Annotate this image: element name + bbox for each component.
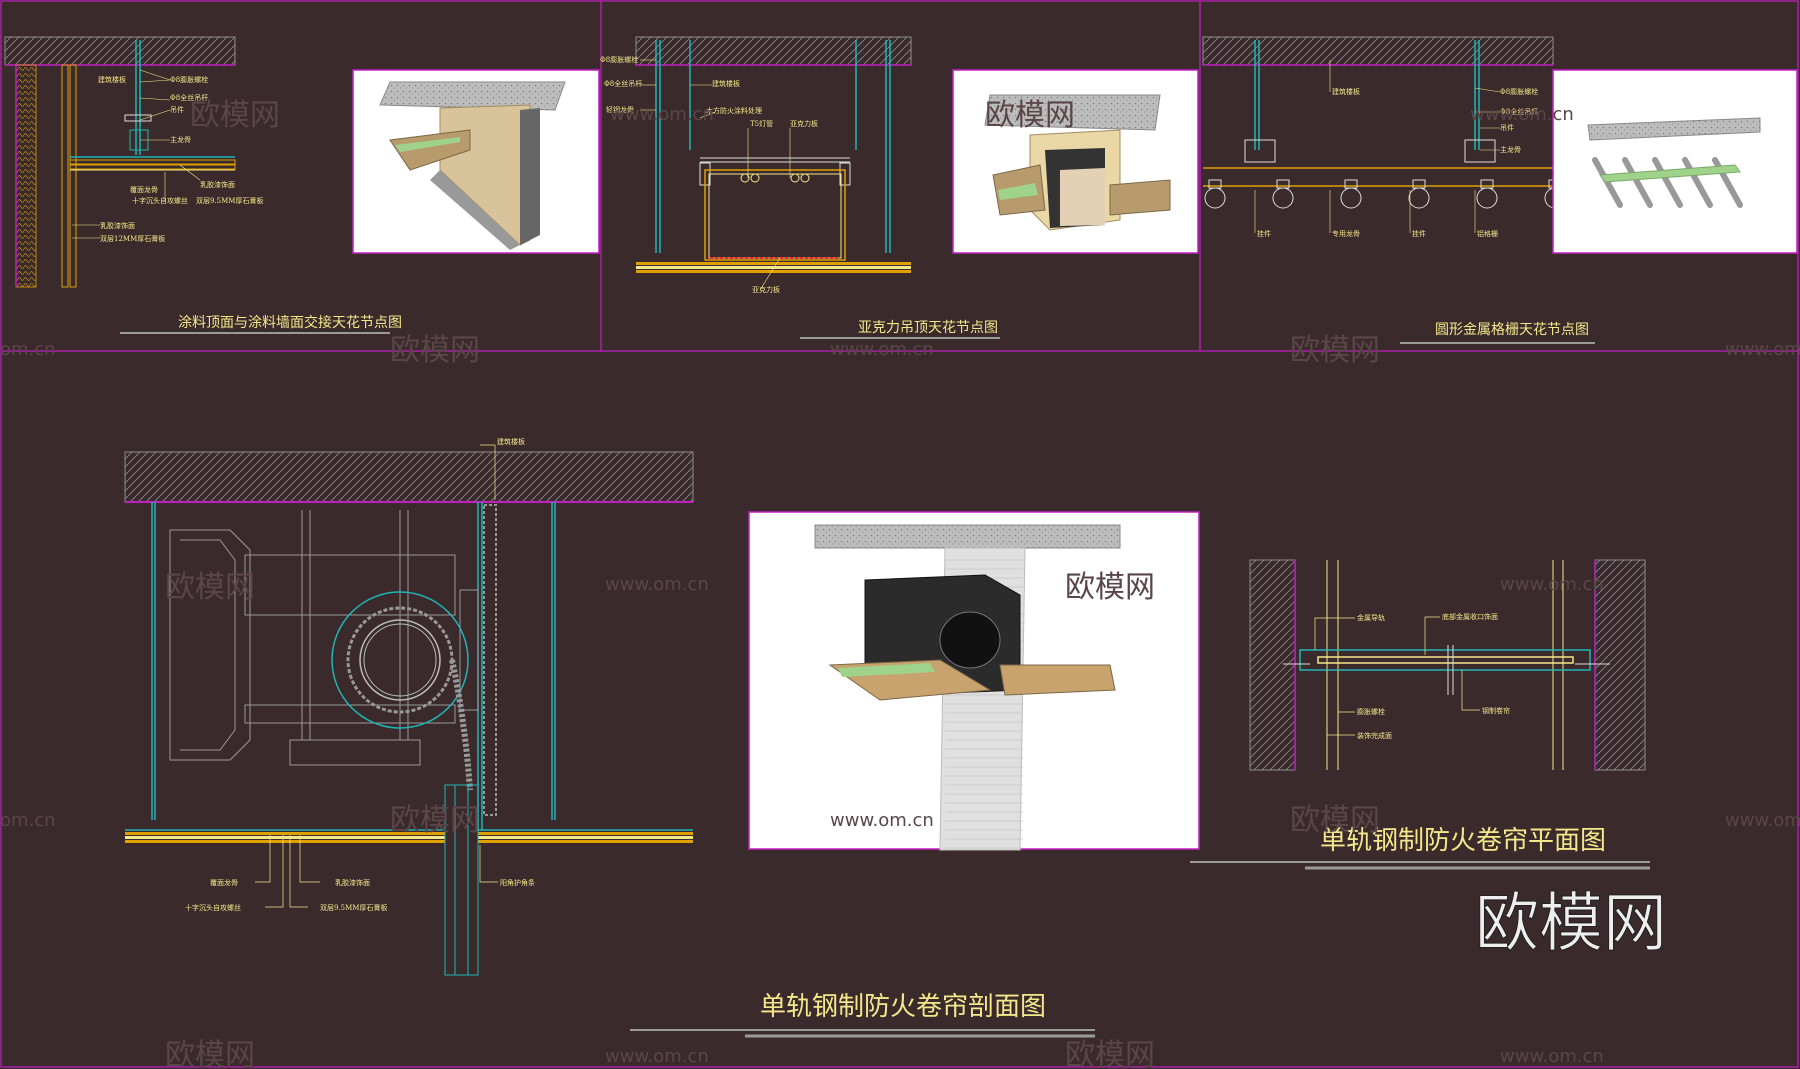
p1-label-2: Φ8全丝吊杆 — [170, 93, 208, 102]
panel-3-render — [1552, 69, 1798, 254]
grille-tube — [1272, 187, 1294, 209]
p2-label-5: 防火涂料处理 — [720, 106, 762, 115]
p2-label-2: 建筑楼板 — [712, 79, 740, 88]
p2-label-3: 轻钢龙骨 — [606, 105, 634, 114]
watermark-brand: 欧模网 — [1290, 803, 1380, 838]
grille-tube — [1476, 187, 1498, 209]
panel-1-render — [352, 69, 600, 254]
grille-clip — [1276, 179, 1290, 189]
watermark-url: www.om.cn — [1500, 1046, 1604, 1067]
watermark-brand: 欧模网 — [985, 98, 1075, 133]
watermark-url: www.om.cn — [1500, 574, 1604, 595]
p1-label-3: 吊件 — [170, 105, 184, 114]
grille-tube — [1340, 187, 1362, 209]
p3-label-4: 主龙骨 — [1500, 145, 1521, 154]
p2-title: 亚克力吊顶天花节点图 — [858, 320, 998, 336]
p3-label-6: 专用龙骨 — [1332, 229, 1360, 238]
p3-title: 圆形金属格栅天花节点图 — [1435, 322, 1589, 338]
p2-label-8: 亚克力板 — [752, 285, 780, 294]
panel-4-drawing: 建筑楼板 覆面龙骨 十字沉头自攻螺丝 乳胶漆饰面 双层9.5MM厚石膏板 阳角护… — [124, 437, 694, 976]
grille-clip — [1344, 179, 1358, 189]
p1-label-1: Φ8膨胀螺栓 — [170, 75, 208, 84]
panel-2-render — [952, 69, 1199, 254]
watermark-url: www.om.cn — [830, 339, 934, 360]
watermark-brand: 欧模网 — [165, 1038, 255, 1069]
p2-label-4: 木方 — [706, 106, 720, 115]
watermark-brand: 欧模网 — [190, 98, 280, 133]
watermark-brand: 欧模网 — [165, 570, 255, 605]
watermark-url: www.om.cn — [610, 104, 714, 125]
p1-label-9: 乳胶漆饰面 — [100, 221, 135, 230]
watermark-brand: 欧模网 — [390, 803, 480, 838]
p4-label-slab: 建筑楼板 — [497, 437, 525, 446]
panel-5-drawing: 金属导轨 底部金属收口饰面 膨胀螺栓 装饰完成面 钢制卷帘 — [1249, 559, 1646, 771]
p4-label-paint: 乳胶漆饰面 — [335, 878, 370, 887]
p3-label-2: Φ8全丝吊杆 — [1500, 107, 1538, 116]
p1-label-6: 乳胶漆饰面 — [200, 180, 235, 189]
p4-label-board: 双层9.5MM厚石膏板 — [320, 903, 387, 912]
watermark-url-short: om.cn — [0, 339, 56, 360]
watermark-url-short: om.cn — [0, 810, 56, 831]
watermark-url: www.om.cn — [1470, 104, 1574, 125]
panel-1-drawing: 建筑楼板 Φ8膨胀螺栓 Φ8全丝吊杆 吊件 主龙骨 覆面龙骨 乳胶漆饰面 十字沉… — [4, 36, 263, 288]
watermark-brand: 欧模网 — [1290, 333, 1380, 368]
p5-label-rail: 金属导轨 — [1357, 613, 1385, 622]
p2-label-7: 亚克力板 — [790, 119, 818, 128]
p1-label-8: 双层9.5MM厚石膏板 — [196, 196, 263, 205]
p2-label-0: Φ8膨胀螺栓 — [600, 55, 638, 64]
p5-label-finish: 装饰完成面 — [1357, 731, 1392, 740]
watermark-brand: 欧模网 — [1065, 570, 1155, 605]
grille-clip — [1412, 179, 1426, 189]
p5-label-curtain: 钢制卷帘 — [1482, 706, 1510, 715]
p3-label-3: 吊件 — [1500, 123, 1514, 132]
grille-clip — [1208, 179, 1222, 189]
watermark-url: www.om.cn — [1725, 339, 1800, 360]
p5-label-bolt: 膨胀螺栓 — [1357, 707, 1385, 716]
watermark-url: www.om.cn — [1725, 810, 1800, 831]
p1-title: 涂料顶面与涂料墙面交接天花节点图 — [178, 314, 402, 331]
p2-label-1: Φ8全丝吊杆 — [604, 79, 642, 88]
watermark-brand: 欧模网 — [390, 333, 480, 368]
p3-label-8: 铝格栅 — [1477, 229, 1498, 238]
grille-tube — [1204, 187, 1226, 209]
p1-label-7: 十字沉头自攻螺丝 — [132, 196, 188, 205]
watermark-url: www.om.cn — [605, 574, 709, 595]
p2-label-6: T5灯管 — [750, 119, 773, 128]
watermark-url: www.om.cn — [830, 810, 934, 831]
p5-label-trim: 底部金属收口饰面 — [1442, 612, 1498, 621]
panel-3-drawing: 建筑楼板 Φ8膨胀螺栓 Φ8全丝吊杆 吊件 主龙骨 挂件 专用龙骨 挂件 铝格栅 — [1202, 36, 1634, 238]
watermark-url: www.om.cn — [605, 1046, 709, 1067]
p1-label-4: 主龙骨 — [170, 135, 191, 144]
grille-tube — [1408, 187, 1430, 209]
p3-label-7: 挂件 — [1412, 229, 1426, 238]
watermarks: 欧模网 欧模网 欧模网 欧模网 欧模网 欧模网 欧模网 欧模网 欧模网 欧模网 … — [0, 98, 1800, 1069]
p1-label-5: 覆面龙骨 — [130, 185, 158, 194]
p3-label-5: 挂件 — [1257, 229, 1271, 238]
watermark-brand: 欧模网 — [1065, 1038, 1155, 1069]
brand-logo-text: 欧模网 — [1475, 887, 1667, 961]
p4-label-corner: 阳角护角条 — [500, 878, 535, 887]
panel-2-drawing: Φ8膨胀螺栓 Φ8全丝吊杆 建筑楼板 轻钢龙骨 木方 防火涂料处理 T5灯管 亚… — [600, 36, 912, 294]
p3-label-1: Φ8膨胀螺栓 — [1500, 87, 1538, 96]
p1-label-0: 建筑楼板 — [98, 75, 126, 84]
p5-title: 单轨钢制防火卷帘平面图 — [1320, 826, 1606, 856]
p1-label-10: 双层12MM厚石膏板 — [100, 234, 165, 243]
p4-title: 单轨钢制防火卷帘剖面图 — [760, 992, 1046, 1022]
panel-4-render — [748, 511, 1200, 851]
p3-label-0: 建筑楼板 — [1332, 87, 1360, 96]
p4-label-screw: 十字沉头自攻螺丝 — [185, 903, 241, 912]
p4-label-keel: 覆面龙骨 — [210, 878, 238, 887]
grille-clip — [1480, 179, 1494, 189]
